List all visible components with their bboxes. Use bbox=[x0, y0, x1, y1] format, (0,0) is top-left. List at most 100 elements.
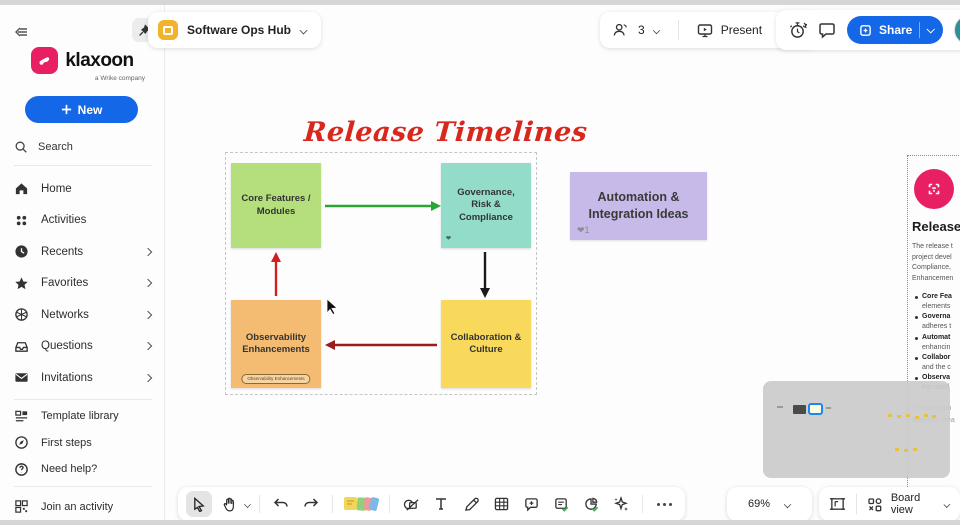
search-input[interactable]: Search bbox=[14, 137, 164, 157]
chevron-down-icon[interactable] bbox=[652, 26, 660, 34]
window-top-strip bbox=[0, 0, 960, 5]
divider bbox=[677, 20, 679, 40]
klaxoon-logo: klaxoon a Wrike company bbox=[0, 47, 165, 82]
mini-sticky-dot bbox=[897, 415, 901, 418]
frame-boundary-left bbox=[907, 155, 908, 525]
sidebar-item-recents[interactable]: Recents bbox=[0, 236, 165, 268]
sidebar-item-invitations[interactable]: Invitations bbox=[0, 362, 165, 394]
plus-icon bbox=[61, 104, 71, 115]
divider bbox=[856, 494, 857, 514]
flowchart-frame[interactable] bbox=[225, 152, 537, 395]
mini-element bbox=[777, 406, 783, 408]
canvas-title[interactable]: Release Timelines bbox=[302, 117, 589, 148]
board-tab[interactable]: Software Ops Hub bbox=[148, 12, 322, 48]
clock-icon bbox=[15, 245, 28, 258]
mini-sticky-dot bbox=[924, 414, 928, 417]
drag-preview-overlay[interactable] bbox=[763, 381, 950, 478]
envelope-icon bbox=[15, 373, 28, 382]
pen-tool-icon[interactable] bbox=[458, 491, 484, 517]
divider bbox=[332, 495, 333, 513]
qr-code-icon bbox=[15, 500, 28, 513]
hand-tool-icon[interactable] bbox=[216, 491, 242, 517]
ai-sparkle-icon[interactable] bbox=[608, 491, 634, 517]
board-canvas[interactable]: Release Timelines Core Features / Module… bbox=[166, 5, 960, 525]
new-button-label: New bbox=[77, 102, 103, 117]
star-icon bbox=[15, 277, 28, 289]
automation-card[interactable]: Automation & Integration Ideas ❤1 bbox=[570, 172, 707, 240]
zoom-level: 69% bbox=[747, 498, 771, 510]
comment-tool-icon[interactable] bbox=[518, 491, 544, 517]
chevron-right-icon bbox=[143, 247, 153, 256]
header-actions-group: Share bbox=[776, 10, 960, 50]
more-tools-icon[interactable] bbox=[651, 491, 677, 517]
sidebar-item-first-steps[interactable]: First steps bbox=[0, 430, 165, 457]
board-view-icon[interactable] bbox=[867, 497, 883, 512]
search-placeholder: Search bbox=[38, 141, 73, 153]
flow-box-collaboration[interactable]: Collaboration & Culture bbox=[441, 300, 531, 388]
flow-box-governance[interactable]: Governance, Risk & Compliance ❤ bbox=[441, 163, 531, 248]
undo-icon[interactable] bbox=[268, 491, 294, 517]
user-avatar[interactable] bbox=[954, 15, 960, 45]
network-icon bbox=[15, 308, 28, 322]
chevron-down-icon bbox=[783, 500, 792, 508]
sidebar-item-favorites[interactable]: Favorites bbox=[0, 268, 165, 300]
chevron-down-icon[interactable] bbox=[244, 500, 251, 508]
flow-box-core-features[interactable]: Core Features / Modules bbox=[231, 163, 321, 248]
mini-sticky-dot bbox=[913, 448, 917, 451]
sidebar-item-need-help[interactable]: Need help? bbox=[0, 456, 165, 483]
board-icon bbox=[158, 20, 178, 40]
brand-name: klaxoon bbox=[65, 49, 134, 71]
flow-box-observability[interactable]: Observability Enhancements Observability… bbox=[231, 300, 321, 388]
divider bbox=[389, 495, 390, 513]
klaxoon-board-icon bbox=[914, 169, 954, 209]
chevron-down-icon bbox=[926, 25, 936, 34]
checklist-tool-icon[interactable] bbox=[548, 491, 574, 517]
sidebar-item-template-library[interactable]: Template library bbox=[0, 403, 165, 430]
sticky-notes-icon[interactable] bbox=[341, 491, 381, 517]
bottom-toolbar bbox=[178, 487, 685, 521]
view-label[interactable]: Board view bbox=[890, 492, 921, 516]
sidebar-item-activities[interactable]: Activities bbox=[0, 205, 165, 237]
heart-icon: ❤ bbox=[446, 236, 452, 243]
new-button[interactable]: New bbox=[25, 96, 138, 123]
mini-sticky-dot bbox=[915, 416, 919, 419]
help-icon bbox=[15, 462, 28, 476]
text-tool-icon[interactable] bbox=[428, 491, 454, 517]
chevron-right-icon bbox=[143, 342, 153, 351]
table-tool-icon[interactable] bbox=[488, 491, 514, 517]
share-button[interactable]: Share bbox=[847, 16, 944, 44]
sidebar-item-questions[interactable]: Questions bbox=[0, 331, 165, 363]
likes-count[interactable]: ❤1 bbox=[577, 224, 590, 235]
mini-sticky-dot bbox=[904, 449, 908, 452]
timer-icon[interactable] bbox=[788, 21, 807, 39]
present-icon[interactable] bbox=[697, 23, 713, 38]
activities-icon bbox=[16, 215, 27, 225]
sidebar-item-join-activity[interactable]: Join an activity bbox=[0, 493, 165, 520]
present-label[interactable]: Present bbox=[720, 23, 763, 37]
compass-icon bbox=[15, 436, 28, 450]
participants-icon[interactable] bbox=[612, 22, 630, 38]
sidebar-item-networks[interactable]: Networks bbox=[0, 299, 165, 331]
sidebar-item-home[interactable]: Home bbox=[0, 173, 165, 205]
collapse-sidebar-icon[interactable] bbox=[10, 20, 34, 44]
frame-boundary-top bbox=[907, 155, 960, 156]
select-tool-icon[interactable] bbox=[186, 491, 212, 517]
klaxoon-logo-icon bbox=[31, 47, 59, 74]
brand-subtitle: a Wrike company bbox=[94, 75, 145, 82]
chevron-down-icon[interactable] bbox=[943, 500, 951, 508]
shape-tool-icon[interactable] bbox=[398, 491, 424, 517]
chevron-down-icon bbox=[299, 26, 308, 34]
view-switcher: Board view bbox=[819, 487, 960, 521]
window-bottom-strip bbox=[0, 520, 960, 525]
search-icon bbox=[15, 141, 27, 153]
comments-icon[interactable] bbox=[818, 22, 836, 39]
mini-sticky-dot bbox=[932, 415, 936, 418]
redo-icon[interactable] bbox=[298, 491, 324, 517]
share-label: Share bbox=[879, 23, 913, 37]
poll-tool-icon[interactable] bbox=[578, 491, 604, 517]
zoom-control[interactable]: 69% bbox=[727, 487, 812, 521]
sidebar: klaxoon a Wrike company New Search Home … bbox=[0, 5, 165, 520]
frame-view-icon[interactable] bbox=[829, 496, 846, 512]
